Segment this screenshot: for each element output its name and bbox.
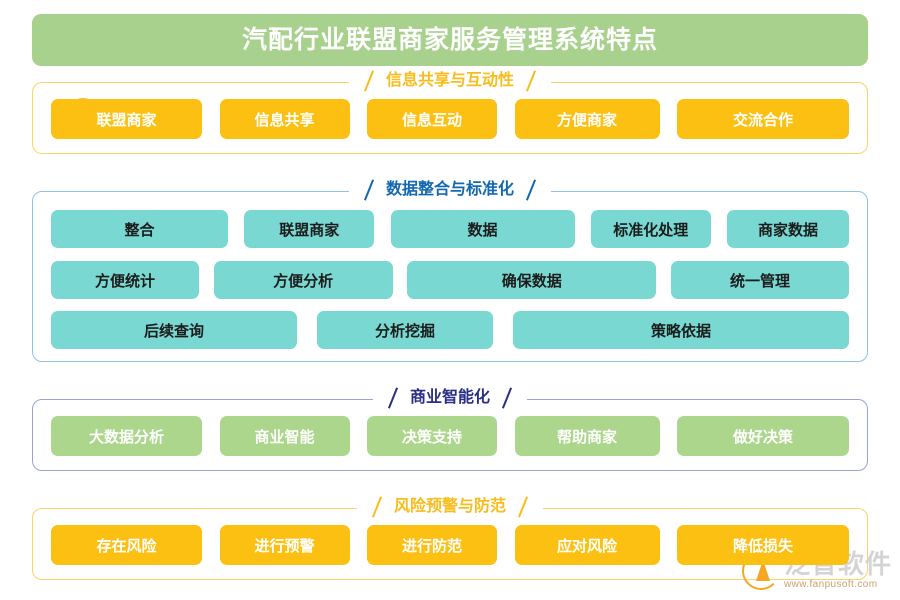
slash-decoration-right [517, 496, 529, 518]
feature-pill[interactable]: 商家数据 [727, 210, 849, 248]
pill-row: 整合联盟商家数据标准化处理商家数据 [33, 210, 867, 248]
section-header-risk-warning: 风险预警与防范 [33, 496, 867, 518]
feature-pill[interactable]: 统一管理 [670, 261, 849, 299]
slash-decoration-left [363, 179, 375, 201]
feature-pill[interactable]: 联盟商家 [244, 210, 375, 248]
feature-pill[interactable]: 大数据分析 [51, 416, 202, 456]
feature-pill[interactable]: 标准化处理 [590, 210, 711, 248]
section-title: 商业智能化 [409, 389, 490, 406]
feature-pill[interactable]: 策略依据 [513, 311, 849, 349]
feature-pill[interactable]: 交流合作 [677, 99, 849, 139]
page-title-bar: 汽配行业联盟商家服务管理系统特点 [32, 14, 868, 66]
slash-decoration-left [363, 70, 375, 92]
feature-pill[interactable]: 联盟商家 [51, 99, 202, 139]
pill-row: 存在风险进行预警进行防范应对风险降低损失 [33, 525, 867, 565]
section-title: 风险预警与防范 [393, 498, 506, 515]
feature-pill[interactable]: 信息互动 [367, 99, 497, 139]
section-title: 数据整合与标准化 [385, 181, 514, 198]
section-title: 信息共享与互动性 [385, 72, 514, 89]
slash-decoration-left [387, 387, 399, 409]
page-title: 汽配行业联盟商家服务管理系统特点 [241, 25, 658, 54]
feature-pill[interactable]: 进行防范 [367, 525, 497, 565]
watermark-bottom-url: www.fanpusoft.com [783, 579, 878, 590]
section-risk-warning: 风险预警与防范存在风险进行预警进行防范应对风险降低损失 [32, 496, 868, 580]
feature-pill[interactable]: 帮助商家 [514, 416, 660, 456]
feature-pill[interactable]: 信息共享 [219, 99, 350, 139]
feature-pill[interactable]: 商业智能 [219, 416, 350, 456]
feature-pill[interactable]: 数据 [390, 210, 575, 248]
feature-pill[interactable]: 整合 [51, 210, 228, 248]
section-header-info-sharing: 信息共享与互动性 [33, 70, 867, 92]
slash-decoration-right [501, 387, 513, 409]
feature-pill[interactable]: 后续查询 [51, 311, 297, 349]
slash-decoration-right [525, 70, 537, 92]
feature-pill[interactable]: 降低损失 [677, 525, 849, 565]
feature-pill[interactable]: 确保数据 [407, 261, 657, 299]
slash-decoration-right [525, 179, 537, 201]
feature-pill[interactable]: 存在风险 [51, 525, 202, 565]
feature-pill[interactable]: 应对风险 [514, 525, 660, 565]
section-data-integration: 数据整合与标准化整合联盟商家数据标准化处理商家数据方便统计方便分析确保数据统一管… [32, 179, 868, 362]
section-info-sharing: 信息共享与互动性联盟商家信息共享信息互动方便商家交流合作 [32, 70, 868, 154]
section-business-intelligence: 商业智能化大数据分析商业智能决策支持帮助商家做好决策 [32, 387, 868, 471]
pill-row: 联盟商家信息共享信息互动方便商家交流合作 [33, 99, 867, 139]
pill-row: 大数据分析商业智能决策支持帮助商家做好决策 [33, 416, 867, 456]
section-header-business-intelligence: 商业智能化 [33, 387, 867, 409]
section-header-data-integration: 数据整合与标准化 [33, 179, 867, 201]
feature-pill[interactable]: 做好决策 [677, 416, 849, 456]
slash-decoration-left [371, 496, 383, 518]
feature-pill[interactable]: 方便统计 [51, 261, 199, 299]
feature-pill[interactable]: 分析挖掘 [317, 311, 493, 349]
feature-pill[interactable]: 进行预警 [219, 525, 350, 565]
feature-pill[interactable]: 决策支持 [367, 416, 497, 456]
pill-row: 后续查询分析挖掘策略依据 [33, 311, 867, 349]
pill-row: 方便统计方便分析确保数据统一管理 [33, 261, 867, 299]
feature-pill[interactable]: 方便分析 [213, 261, 393, 299]
feature-pill[interactable]: 方便商家 [514, 99, 660, 139]
